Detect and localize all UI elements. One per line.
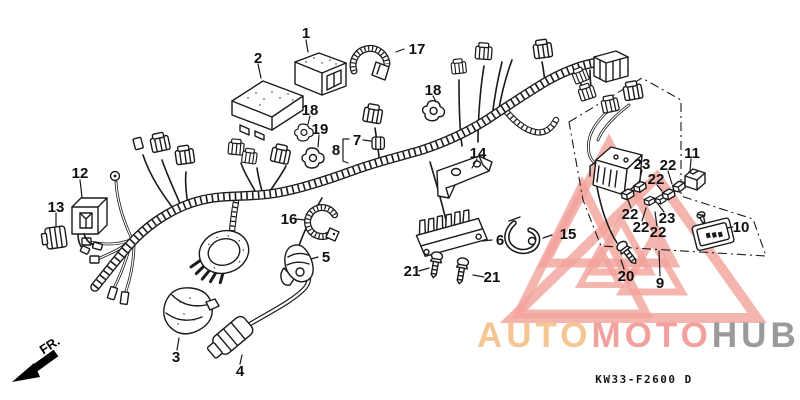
part-label-23: 23 (634, 156, 651, 173)
branch-connectors (132, 37, 644, 166)
logo-part-moto: MOTO (592, 316, 712, 355)
leader-lines (55, 39, 734, 365)
fuse-box (589, 146, 643, 196)
part-5-boot (280, 244, 314, 286)
diagram-code: KW33-F2600 D (595, 373, 692, 386)
watermark-triangle (510, 175, 654, 319)
part-14-bracket (436, 155, 493, 199)
part-label-11: 11 (684, 145, 700, 162)
part-label-6: 6 (496, 232, 504, 249)
branch-wires (142, 59, 618, 247)
part-label-16: 16 (281, 211, 298, 228)
part-label-10: 10 (733, 219, 750, 236)
part-16-clamp-ring (304, 204, 340, 242)
part-label-13: 13 (48, 199, 65, 216)
part-17-band (349, 44, 391, 81)
front-direction-marker: FR. (12, 333, 62, 382)
part-label-3: 3 (172, 349, 180, 366)
part-label-4: 4 (236, 363, 245, 380)
part-15-hook (504, 216, 541, 255)
part-11-connector (684, 168, 706, 191)
watermark-triangle (574, 242, 626, 288)
wire-harness-trunk (90, 57, 629, 292)
logo-part-hub: HUB (712, 316, 800, 355)
part-7-clip (371, 136, 386, 151)
part-10-box (691, 211, 735, 252)
part-label-9: 9 (656, 275, 664, 292)
part-label-12: 12 (72, 165, 89, 182)
part-6-regulator (415, 209, 488, 257)
part-label-14: 14 (470, 145, 487, 162)
harness-end-connector (593, 50, 629, 83)
part-label-18: 18 (425, 82, 442, 99)
part-1-connector (294, 52, 347, 96)
logo-part-auto: AUTO (477, 316, 592, 355)
fuse-group-outline (568, 77, 767, 257)
part-label-8: 8 (332, 142, 340, 159)
part-label-19: 19 (312, 121, 329, 138)
part-label-7: 7 (353, 132, 361, 149)
part-label-21: 21 (484, 269, 501, 286)
part-label-5: 5 (322, 249, 330, 266)
part-2-cdi-box (231, 80, 304, 141)
watermark-logo: AUTOMOTOHUB (477, 316, 800, 355)
part-label-21: 21 (404, 263, 421, 280)
part-3-cap (163, 287, 220, 335)
part-label-22: 22 (650, 224, 667, 241)
part-label-22: 22 (648, 171, 665, 188)
part-label-22: 22 (633, 219, 650, 236)
part-12-relay (71, 197, 108, 255)
front-arrow-icon (12, 363, 40, 382)
part-label-18: 18 (302, 102, 319, 119)
part-13-connector (40, 225, 68, 250)
part-label-20: 20 (618, 268, 635, 285)
part-label-2: 2 (254, 50, 262, 67)
part-label-22: 22 (622, 206, 639, 223)
watermark-triangle (615, 232, 689, 296)
part-label-15: 15 (560, 226, 577, 243)
part-19-clamp (301, 147, 325, 169)
part-18-clamp-b (420, 98, 447, 124)
part-21-bolt-b (453, 256, 470, 286)
round-connector (189, 229, 250, 285)
part-18-clamp-a (294, 123, 314, 142)
part-label-17: 17 (409, 41, 426, 58)
part-4-plug-cap (206, 315, 254, 359)
part-label-1: 1 (302, 25, 310, 42)
front-label: FR. (37, 333, 63, 357)
part-label-23: 23 (659, 210, 676, 227)
part-label-22: 22 (660, 157, 677, 174)
